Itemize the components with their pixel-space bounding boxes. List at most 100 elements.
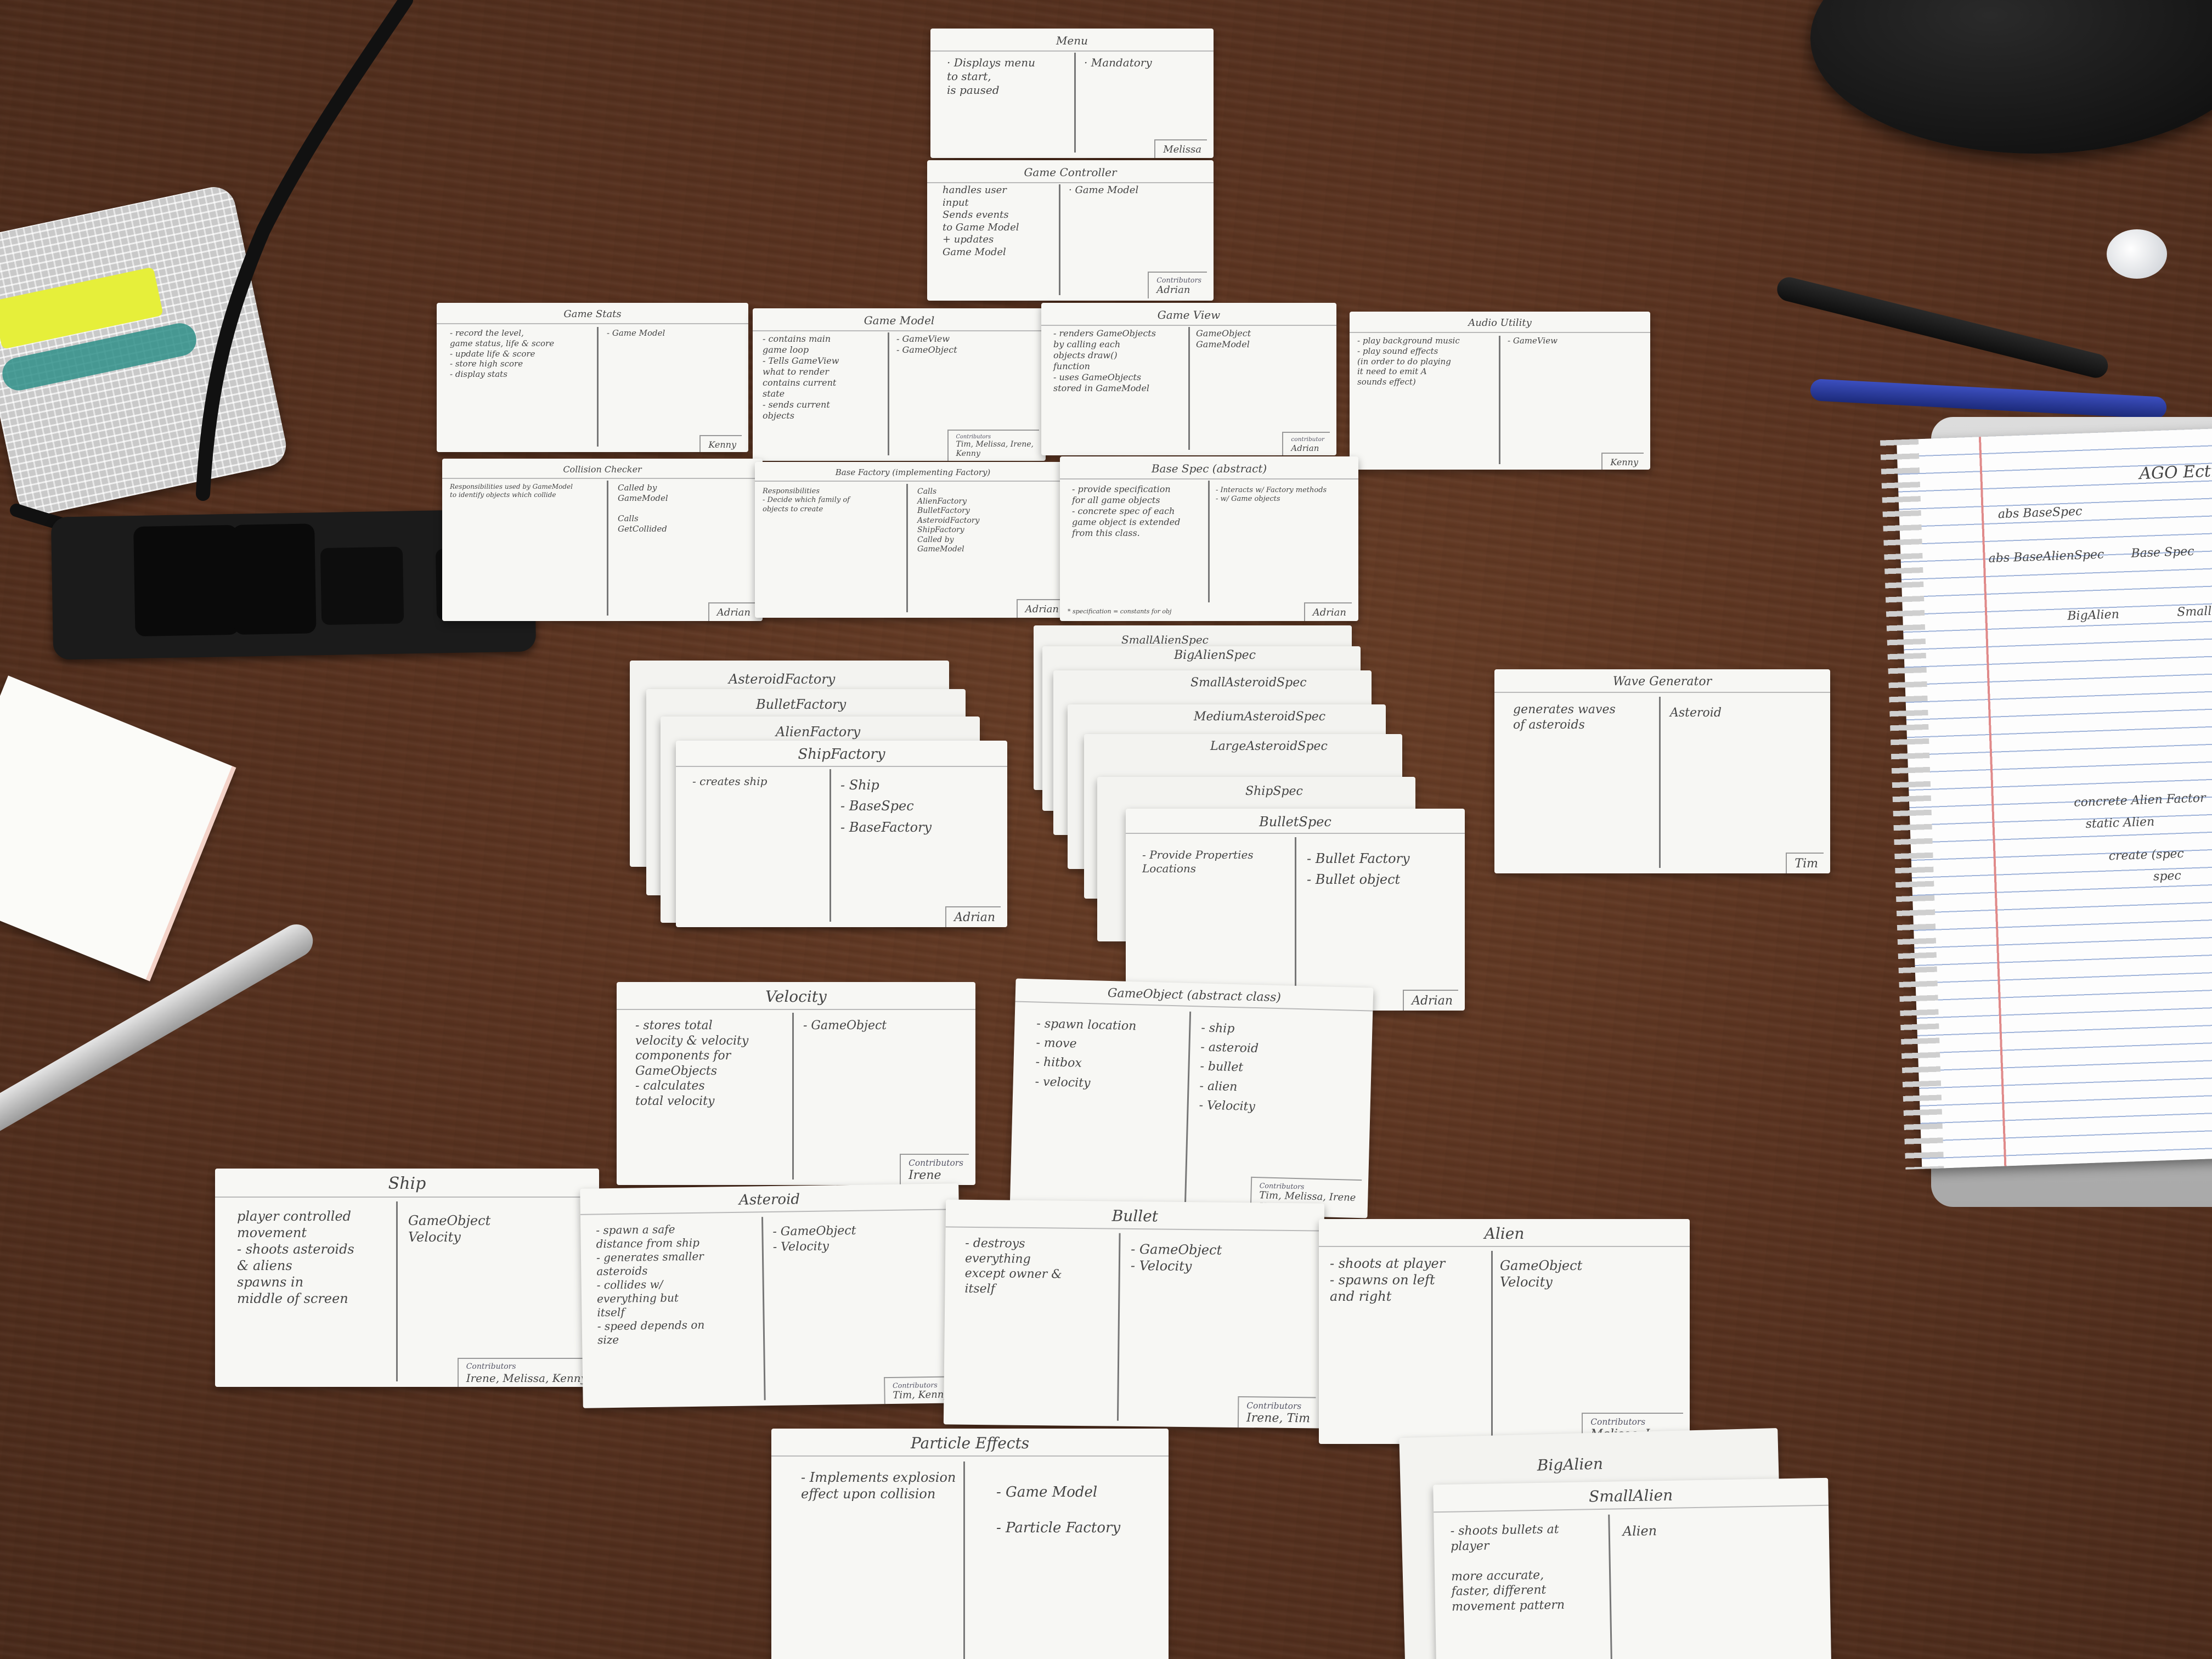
notebook-line: concrete Alien Factor xyxy=(2073,791,2206,810)
card-collaborators: - GameView xyxy=(1508,336,1558,346)
notebook-line: Small xyxy=(2176,604,2212,619)
crc-card-base-factory[interactable]: Base Factory (implementing Factory) Resp… xyxy=(755,462,1071,618)
card-divider xyxy=(1059,184,1060,295)
crc-card-bullet[interactable]: Bullet - destroys everything except owne… xyxy=(943,1199,1325,1429)
plug xyxy=(133,524,240,637)
spiral-notebook: AGO Ecti abs BaseSpec abs BaseAlienSpec … xyxy=(1880,427,2212,1170)
crc-card-ship-factory[interactable]: ShipFactory - creates ship - Ship - Base… xyxy=(676,741,1007,927)
card-divider xyxy=(1491,1251,1493,1438)
notebook-line: abs BaseAlienSpec xyxy=(1988,548,2104,566)
crc-card-menu[interactable]: Menu · Displays menu to start, is paused… xyxy=(930,29,1214,158)
crc-card-ship[interactable]: Ship player controlled movement - shoots… xyxy=(215,1169,599,1387)
notebook-line: static Alien xyxy=(2085,815,2155,831)
card-responsibilities: - shoots bullets at player more accurate… xyxy=(1450,1522,1565,1614)
card-responsibilities: generates waves of asteroids xyxy=(1513,703,1616,732)
card-title: SmallAsteroidSpec xyxy=(1190,676,1307,690)
card-collaborators: Alien xyxy=(1622,1523,1657,1539)
card-collaborators: - Interacts w/ Factory methods - w/ Game… xyxy=(1216,486,1327,504)
card-responsibilities: - shoots at player - spawns on left and … xyxy=(1330,1256,1446,1304)
notebook-line: BigAlien xyxy=(2067,607,2120,623)
card-divider xyxy=(1188,327,1190,450)
card-collaborators: - Game Model - Particle Factory xyxy=(996,1484,1121,1536)
crc-card-alien[interactable]: Alien - shoots at player - spawns on lef… xyxy=(1319,1219,1690,1444)
card-title: Base Spec (abstract) xyxy=(1060,462,1358,479)
card-responsibilities: - Provide Properties Locations xyxy=(1142,848,1254,875)
card-title: Bullet xyxy=(945,1205,1325,1232)
card-divider xyxy=(963,1462,965,1659)
crc-card-game-view[interactable]: Game View - renders GameObjects by calli… xyxy=(1041,303,1336,455)
crc-card-audio-utility[interactable]: Audio Utility - play background music - … xyxy=(1350,312,1650,470)
crc-card-game-object[interactable]: GameObject (abstract class) - spawn loca… xyxy=(1009,978,1374,1218)
crc-card-bullet-spec[interactable]: BulletSpec - Provide Properties Location… xyxy=(1126,809,1465,1011)
card-collaborators: Calls AlienFactory BulletFactory Asteroi… xyxy=(917,487,980,554)
crc-card-asteroid[interactable]: Asteroid - spawn a safe distance from sh… xyxy=(580,1183,962,1408)
notebook-line: Base Spec xyxy=(2131,544,2194,561)
card-contributors: Adrian xyxy=(1403,989,1458,1011)
card-title: Asteroid xyxy=(580,1189,959,1215)
crc-card-collision-checker[interactable]: Collision Checker Responsibilities used … xyxy=(442,459,763,621)
notebook-title: AGO Ecti xyxy=(2138,461,2212,484)
card-responsibilities: - play background music - play sound eff… xyxy=(1357,336,1460,387)
card-collaborators: Called by GameModel Calls GetCollided xyxy=(618,483,668,534)
card-responsibilities: - contains main game loop - Tells GameVi… xyxy=(763,334,839,421)
card-title: BulletSpec xyxy=(1126,814,1465,834)
card-responsibilities: - creates ship xyxy=(692,775,768,788)
card-responsibilities: - Implements explosion effect upon colli… xyxy=(801,1470,956,1502)
card-title: Audio Utility xyxy=(1350,317,1650,333)
card-title: BigAlienSpec xyxy=(1174,648,1256,662)
crc-card-game-model[interactable]: Game Model - contains main game loop - T… xyxy=(753,308,1046,461)
card-title: Velocity xyxy=(617,988,975,1010)
crc-card-small-alien[interactable]: SmallAlien - shoots bullets at player mo… xyxy=(1433,1477,1832,1659)
crc-card-wave-generator[interactable]: Wave Generator generates waves of astero… xyxy=(1494,669,1830,873)
card-collaborators: - GameObject - Velocity xyxy=(1130,1241,1222,1274)
notepad xyxy=(0,675,236,981)
card-responsibilities: - spawn location - move - hitbox - veloc… xyxy=(1035,1017,1137,1090)
card-divider xyxy=(396,1201,398,1381)
card-divider xyxy=(761,1217,766,1401)
card-collaborators: GameObject Velocity xyxy=(408,1213,491,1245)
crc-card-game-stats[interactable]: Game Stats - record the level, game stat… xyxy=(437,303,748,452)
card-responsibilities: - renders GameObjects by calling each ob… xyxy=(1053,328,1156,393)
card-divider xyxy=(906,484,908,612)
card-title: Game View xyxy=(1041,308,1336,326)
card-collaborators: - GameObject - Velocity xyxy=(772,1223,856,1254)
card-title: SmallAlien xyxy=(1433,1483,1829,1513)
card-divider xyxy=(1499,336,1500,464)
card-collaborators: - Ship - BaseSpec - BaseFactory xyxy=(840,777,932,835)
card-contributors: Kenny xyxy=(699,435,742,452)
card-divider xyxy=(1184,1011,1192,1208)
card-collaborators: GameObject GameModel xyxy=(1196,328,1251,349)
card-title: ShipSpec xyxy=(1245,785,1303,798)
card-responsibilities: - destroys everything except owner & its… xyxy=(964,1236,1062,1296)
card-title: Menu xyxy=(930,34,1214,52)
card-divider xyxy=(1116,1233,1121,1421)
headphone-case xyxy=(1810,0,2212,154)
card-responsibilities: Responsibilities - Decide which family o… xyxy=(763,487,850,514)
card-title: Particle Effects xyxy=(771,1434,1169,1457)
card-collaborators: · Game Model xyxy=(1069,184,1139,196)
crc-card-particle-effects[interactable]: Particle Effects - Implements explosion … xyxy=(771,1429,1169,1659)
black-pen xyxy=(1774,274,2111,381)
card-title: Ship xyxy=(215,1174,599,1198)
outlet-socket xyxy=(320,546,404,625)
crc-card-base-spec[interactable]: Base Spec (abstract) - provide specifica… xyxy=(1060,456,1358,621)
card-responsibilities: player controlled movement - shoots aste… xyxy=(237,1209,354,1306)
notebook-line: spec xyxy=(2153,868,2182,884)
card-title: Game Stats xyxy=(437,308,748,324)
crc-card-velocity[interactable]: Velocity - stores total velocity & veloc… xyxy=(617,982,975,1185)
notebook-line: abs BaseSpec xyxy=(1997,504,2083,522)
card-collaborators: - GameObject xyxy=(803,1019,887,1032)
card-contributors: Melissa xyxy=(1154,139,1207,158)
card-title: Game Controller xyxy=(927,166,1214,183)
card-divider xyxy=(1659,697,1661,868)
notebook-line: create (spec xyxy=(2108,847,2185,864)
card-contributors: Adrian xyxy=(945,906,1001,927)
crc-card-game-controller[interactable]: Game Controller handles user input Sends… xyxy=(927,160,1214,301)
card-collaborators: - Bullet Factory - Bullet object xyxy=(1307,851,1410,888)
